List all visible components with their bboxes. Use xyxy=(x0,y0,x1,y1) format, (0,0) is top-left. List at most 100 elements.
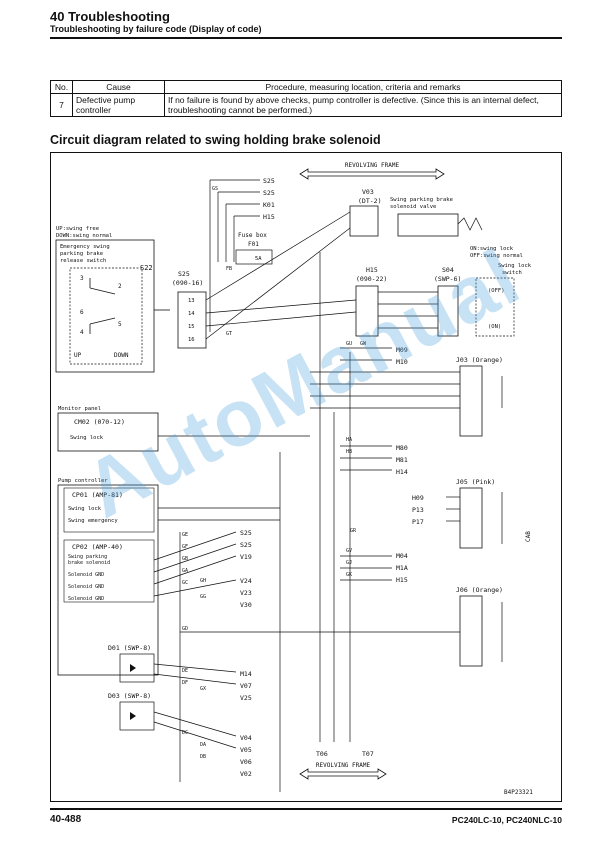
s04-desc-1: OFF:swing normal xyxy=(470,253,523,259)
ref-m14: M14 xyxy=(240,670,252,678)
lock-switch-0: Swing lock xyxy=(498,263,532,269)
ref-p13: P13 xyxy=(412,506,424,514)
wire-gc: GC xyxy=(182,580,188,586)
s22-desc-1: DOWN:swing normal xyxy=(56,233,112,239)
j05-connector: J05 (Pink) H09 P13 P17 xyxy=(412,478,495,549)
t06-label: T06 xyxy=(316,750,328,758)
valve-desc-0: Swing parking brake xyxy=(390,197,453,203)
wiring xyxy=(153,211,503,792)
svg-text:2: 2 xyxy=(118,283,122,290)
cp02-item-4: Solenoid GND xyxy=(68,596,104,602)
s22-desc-4: release switch xyxy=(60,258,106,264)
wire-ha: HA xyxy=(346,437,352,443)
wire-gv: GV xyxy=(346,548,352,554)
cp01-label: CP01 (AMP-81) xyxy=(72,491,123,499)
wire-fb: FB xyxy=(226,266,232,272)
cp02-item-0: Swing parking xyxy=(68,554,107,560)
v03-valve: V03 (DT-2) Swing parking brake solenoid … xyxy=(349,188,483,237)
wire-gk: GK xyxy=(346,572,352,578)
ref-v24: V24 xyxy=(240,577,252,585)
wire-gu: GU xyxy=(346,341,352,347)
cp02-label: CP02 (AMP-40) xyxy=(72,543,123,551)
svg-text:4: 4 xyxy=(80,329,84,336)
ref-v02: V02 xyxy=(240,770,252,778)
wire-de: DE xyxy=(182,668,188,674)
cell-no: 7 xyxy=(50,93,73,117)
cp01-pump-controller: Pump controller xyxy=(58,478,108,484)
ref-m04: M04 xyxy=(396,552,408,560)
monitor-panel: Monitor panel CM02 (070-12) Swing lock xyxy=(57,406,159,452)
s25-label: S25 xyxy=(178,270,190,278)
wire-ge: GE xyxy=(182,532,188,538)
d01-diode: D01 (SWP-8) xyxy=(108,644,155,683)
v03-label: V03 xyxy=(362,188,374,196)
cp02-item-2: Solenoid GND xyxy=(68,572,104,578)
wire-gb: GB xyxy=(182,556,188,562)
cp01-swing-emergency: Swing emergency xyxy=(68,518,118,524)
d01-label: D01 (SWP-8) xyxy=(108,644,151,652)
svg-text:16: 16 xyxy=(188,337,195,343)
s04-desc-0: ON:swing lock xyxy=(470,246,514,252)
svg-text:14: 14 xyxy=(188,311,195,317)
j03-connector: J03 (Orange) xyxy=(456,356,503,437)
diagram-ref-code: B4P23321 xyxy=(504,789,533,796)
table-header-row: No. Cause Procedure, measuring location,… xyxy=(50,80,562,94)
wire-gt: GT xyxy=(226,331,232,337)
s22-desc-3: parking brake xyxy=(60,251,103,257)
model-names: PC240LC-10, PC240NLC-10 xyxy=(451,815,562,825)
cp02-block: CP02 (AMP-40) Swing parking brake soleno… xyxy=(63,539,155,603)
h15-connector: H15 (090-22) xyxy=(355,266,387,337)
wire-gd: GD xyxy=(182,626,188,632)
wire-hb: HB xyxy=(346,449,352,455)
revolving-frame-top-label: REVOLVING FRAME xyxy=(345,162,400,169)
ref-v30: V30 xyxy=(240,601,252,609)
cell-cause: Defective pump controller xyxy=(72,93,165,117)
ref-k01: K01 xyxy=(263,201,275,209)
ref-m09: M09 xyxy=(396,346,408,354)
j05-label: J05 (Pink) xyxy=(456,478,495,486)
wire-df: DF xyxy=(182,680,188,686)
ref-v07: V07 xyxy=(240,682,252,690)
ref-h15b: H15 xyxy=(396,576,408,584)
svg-text:6: 6 xyxy=(80,309,84,316)
monitor-panel-label: Monitor panel xyxy=(58,406,101,412)
t07-label: T07 xyxy=(362,750,374,758)
header-cause: Cause xyxy=(72,80,165,94)
s04-on: (ON) xyxy=(488,324,501,330)
cp02-item-3: Solenoid GND xyxy=(68,584,104,590)
ref-p17: P17 xyxy=(412,518,424,526)
cm02-label: CM02 (070-12) xyxy=(74,418,125,426)
s22-block: UP:swing free DOWN:swing normal Emergenc… xyxy=(55,226,170,373)
s04-code: (SWP-6) xyxy=(434,275,461,283)
svg-text:3: 3 xyxy=(80,275,84,282)
ref-m80: M80 xyxy=(396,444,408,452)
s04-label: S04 xyxy=(442,266,454,274)
table-row: 7 Defective pump controller If no failur… xyxy=(50,93,562,117)
svg-text:15: 15 xyxy=(188,324,195,330)
wire-db: DB xyxy=(200,754,206,760)
wire-gj: GJ xyxy=(346,560,352,566)
d03-label: D03 (SWP-8) xyxy=(108,692,151,700)
diagram-title: Circuit diagram related to swing holding… xyxy=(50,133,381,147)
s22-desc-2: Emergency swing xyxy=(60,244,110,250)
ref-v05: V05 xyxy=(240,746,252,754)
revolving-frame-bottom-label: REVOLVING FRAME xyxy=(316,762,371,769)
cause-table: No. Cause Procedure, measuring location,… xyxy=(50,80,562,117)
cp02-item-1: brake solenoid xyxy=(68,560,110,566)
d03-diode: D03 (SWP-8) xyxy=(108,692,155,731)
wire-gh: GH xyxy=(200,578,206,584)
wire-ga: GA xyxy=(182,568,188,574)
s25-code: (090-16) xyxy=(172,279,203,287)
ref-v19: V19 xyxy=(240,553,252,561)
wire-gr: GR xyxy=(350,528,357,534)
page-number: 40-488 xyxy=(50,814,82,825)
wire-da: DA xyxy=(200,742,206,748)
top-refs xyxy=(209,179,260,332)
ref-h09: H09 xyxy=(412,494,424,502)
j03-label: J03 (Orange) xyxy=(456,356,503,364)
ref-s25-1: S25 xyxy=(263,177,275,185)
ref-s25-2: S25 xyxy=(263,189,275,197)
h15-code: (090-22) xyxy=(356,275,387,283)
j06-connector: J06 (Orange) xyxy=(456,586,503,667)
fuse-box-id: F01 xyxy=(248,241,259,248)
